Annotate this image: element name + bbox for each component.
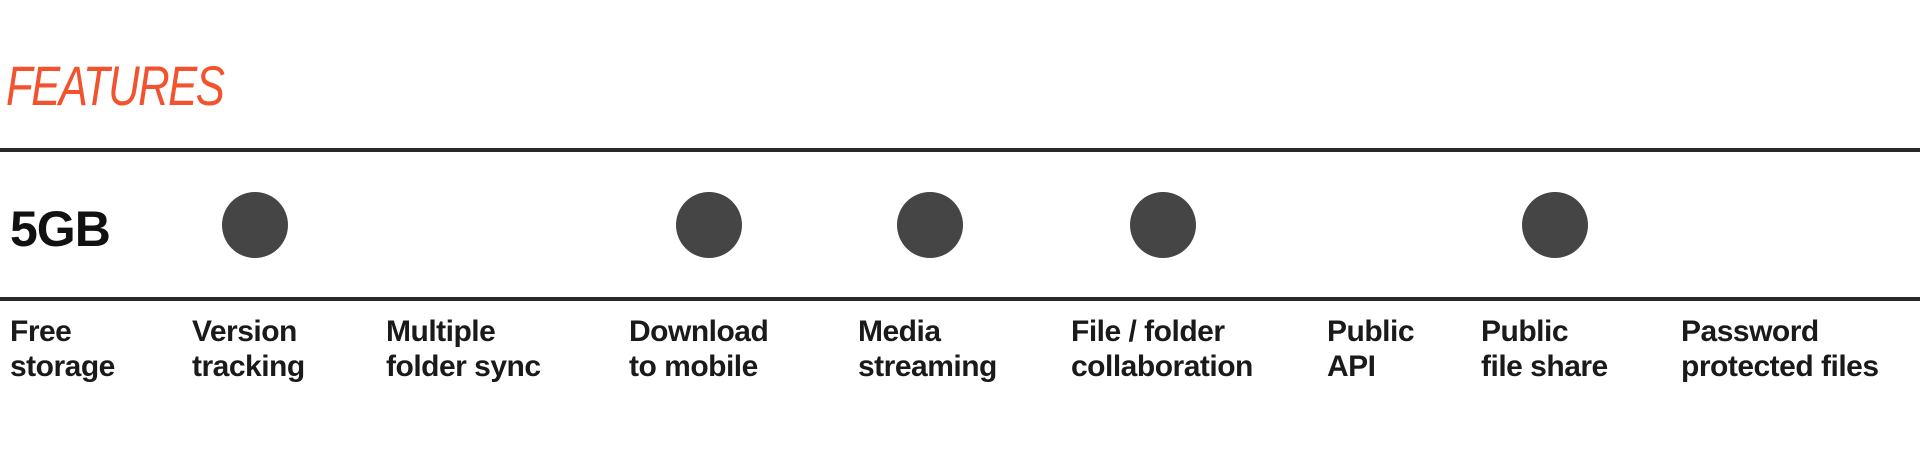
feature-label-line: API: [1327, 350, 1376, 383]
media-streaming-included-icon: [897, 192, 963, 258]
top-divider: [0, 148, 1920, 152]
feature-label-line: Media: [858, 315, 941, 348]
public-file-share-included-icon: [1522, 192, 1588, 258]
feature-label-public-file-share: Public file share: [1481, 314, 1608, 384]
feature-label-public-api: Public API: [1327, 314, 1415, 384]
feature-label-version-tracking: Version tracking: [192, 314, 305, 384]
feature-label-line: Download: [629, 315, 769, 348]
feature-label-line: file share: [1481, 350, 1608, 383]
feature-label-free-storage: Free storage: [10, 314, 115, 384]
feature-label-line: protected files: [1681, 350, 1879, 383]
feature-label-line: to mobile: [629, 350, 758, 383]
feature-label-download-to-mobile: Download to mobile: [629, 314, 769, 384]
feature-label-line: File / folder: [1071, 315, 1225, 348]
feature-label-file-folder-collaboration: File / folder collaboration: [1071, 314, 1253, 384]
feature-label-media-streaming: Media streaming: [858, 314, 997, 384]
feature-label-password-protected-files: Password protected files: [1681, 314, 1879, 384]
download-to-mobile-included-icon: [676, 192, 742, 258]
feature-label-line: tracking: [192, 350, 305, 383]
bottom-divider: [0, 297, 1920, 301]
file-folder-collaboration-included-icon: [1130, 192, 1196, 258]
feature-label-line: Public: [1481, 315, 1569, 348]
feature-label-line: Free: [10, 315, 72, 348]
feature-label-line: Public: [1327, 315, 1415, 348]
feature-label-line: streaming: [858, 350, 997, 383]
section-title: FEATURES: [6, 54, 225, 117]
feature-label-line: storage: [10, 350, 115, 383]
feature-label-multiple-folder-sync: Multiple folder sync: [386, 314, 541, 384]
feature-label-line: Version: [192, 315, 297, 348]
free-storage-value: 5GB: [10, 201, 111, 257]
feature-label-line: Password: [1681, 315, 1819, 348]
feature-label-line: collaboration: [1071, 350, 1253, 383]
version-tracking-included-icon: [222, 192, 288, 258]
feature-label-line: folder sync: [386, 350, 541, 383]
feature-label-line: Multiple: [386, 315, 496, 348]
